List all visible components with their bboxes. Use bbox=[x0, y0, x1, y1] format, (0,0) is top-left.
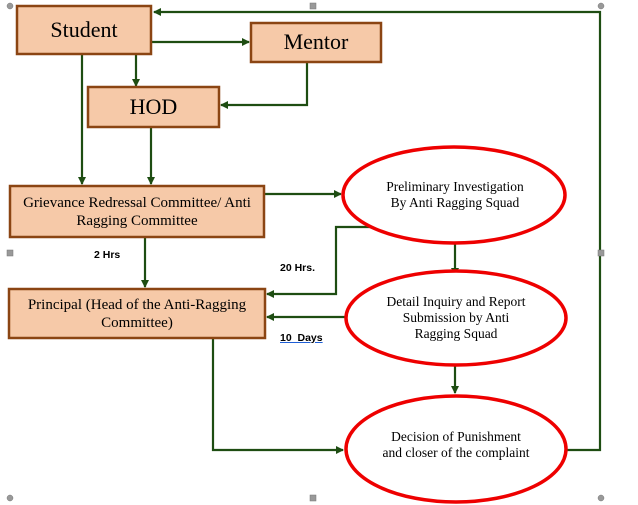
student-label: Student bbox=[50, 16, 118, 42]
resize-handle-icon[interactable] bbox=[597, 2, 605, 10]
preliminary-ellipse bbox=[341, 145, 567, 245]
edge-label-2-hrs: 2 Hrs bbox=[94, 249, 121, 261]
student-box bbox=[15, 4, 153, 56]
arrow-decision-student bbox=[153, 8, 602, 452]
detail-label: Detail Inquiry and Report Submission by … bbox=[386, 293, 526, 342]
resize-handle-icon[interactable] bbox=[6, 2, 14, 10]
hod-box bbox=[86, 85, 221, 129]
resize-handle-icon[interactable] bbox=[6, 249, 14, 257]
decision-ellipse bbox=[344, 394, 568, 504]
preliminary-label: Preliminary Investigation By Anti Raggin… bbox=[386, 178, 524, 210]
arrow-principal-decision bbox=[211, 338, 344, 454]
hod-label: HOD bbox=[129, 93, 178, 119]
principal-box bbox=[7, 287, 267, 340]
edge-label-20-hrs: 20 Hrs. bbox=[280, 262, 316, 274]
arrow-preliminary-principal bbox=[266, 225, 372, 298]
mentor-label: Mentor bbox=[283, 29, 349, 55]
decision-label: Decision of Punishment and closer of the… bbox=[382, 428, 530, 460]
resize-handle-icon[interactable] bbox=[309, 2, 317, 10]
grievance-box bbox=[8, 184, 266, 239]
grievance-label: Grievance Redressal Committee/ Anti Ragg… bbox=[23, 194, 251, 229]
resize-handle-icon[interactable] bbox=[309, 494, 317, 502]
detail-ellipse bbox=[344, 269, 568, 367]
principal-label: Principal (Head of the Anti-Ragging Comm… bbox=[27, 296, 247, 331]
resize-handle-icon[interactable] bbox=[597, 494, 605, 502]
resize-handle-icon[interactable] bbox=[6, 494, 14, 502]
edge-label-10-days: 10 Days bbox=[280, 332, 323, 344]
mentor-box bbox=[249, 21, 383, 64]
resize-handle-icon[interactable] bbox=[597, 249, 605, 257]
arrow-mentor-hod bbox=[220, 62, 309, 109]
